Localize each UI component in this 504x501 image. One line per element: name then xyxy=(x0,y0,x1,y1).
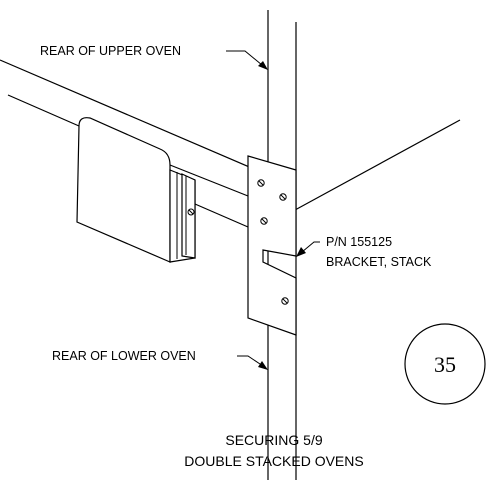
bracket-screws xyxy=(257,179,289,305)
stack-bracket xyxy=(247,155,297,336)
lower-oven-label: REAR OF LOWER OVEN xyxy=(52,349,196,363)
caption-line1: SECURING 5/9 xyxy=(225,432,322,448)
flue-box xyxy=(76,117,196,263)
part-number-label: P/N 155125 xyxy=(326,235,392,249)
lower-oven-callout: REAR OF LOWER OVEN xyxy=(52,349,268,370)
figure-number: 35 xyxy=(434,352,456,377)
upper-oven-label: REAR OF UPPER OVEN xyxy=(40,44,181,58)
caption-line2: DOUBLE STACKED OVENS xyxy=(184,453,363,469)
figure-number-badge: 35 xyxy=(404,323,486,405)
upper-oven-outline xyxy=(0,59,461,211)
part-name-label: BRACKET, STACK xyxy=(326,255,432,269)
part-callout: P/N 155125 BRACKET, STACK xyxy=(296,235,432,269)
upper-oven-callout: REAR OF UPPER OVEN xyxy=(40,44,268,70)
caption: SECURING 5/9 DOUBLE STACKED OVENS xyxy=(184,432,363,469)
lower-oven-outline xyxy=(7,94,249,228)
